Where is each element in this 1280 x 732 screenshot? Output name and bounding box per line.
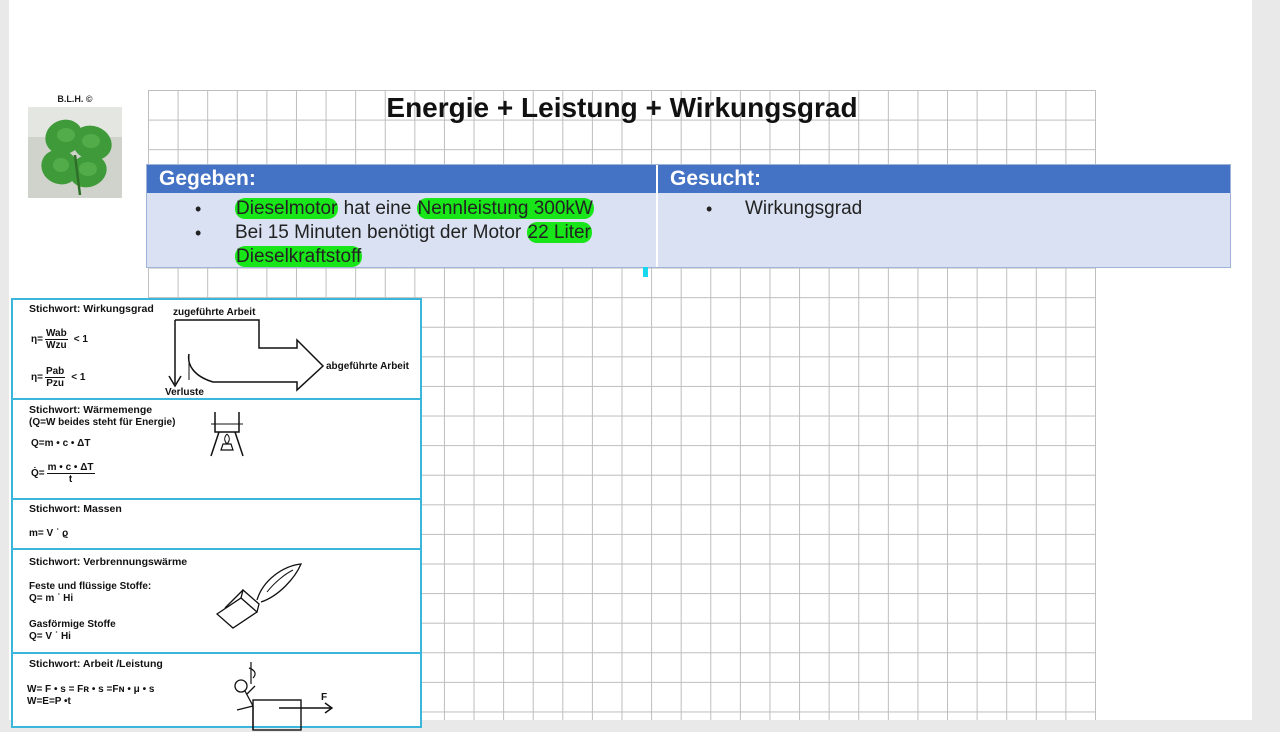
label-losses: Verluste	[165, 387, 204, 398]
text-cursor-mark	[643, 267, 648, 277]
combustion-solid-formula: Q= m ˙ Hi	[29, 593, 74, 604]
page-title: Energie + Leistung + Wirkungsgrad	[386, 92, 858, 123]
given-item: Dieselmotor hat eine Nennleistung 300kW	[147, 197, 656, 221]
wanted-column: Gesucht: Wirkungsgrad	[658, 165, 1230, 267]
heat-subtitle: (Q=W beides steht für Energie)	[29, 417, 176, 428]
highlighted-text: Dieselmotor	[235, 198, 339, 219]
combustion-gas-formula: Q= V ˙ Hi	[29, 631, 71, 642]
work-formula-power: W=E=P •t	[27, 696, 71, 707]
given-column: Gegeben: Dieselmotor hat eine Nennleistu…	[147, 165, 658, 267]
burning-wood-icon	[215, 563, 303, 629]
work-title: Stichwort: Arbeit /Leistung	[29, 658, 163, 670]
heat-title: Stichwort: Wärmemenge	[29, 404, 153, 416]
item-text: hat eine	[338, 198, 417, 219]
combustion-title: Stichwort: Verbrennungswärme	[29, 556, 188, 568]
given-item: Bei 15 Minuten benötigt der Motor 22 Lit…	[147, 221, 656, 269]
label-input-work: zugeführte Arbeit	[173, 307, 256, 318]
highlighted-text: Nennleistung 300kW	[416, 198, 594, 219]
highlighted-text: 22 Liter	[526, 222, 592, 243]
mass-title: Stichwort: Massen	[29, 503, 122, 515]
section-mass: Stichwort: Massen m= V ˙ ϱ	[13, 498, 420, 550]
given-list: Dieselmotor hat eine Nennleistung 300kWB…	[147, 193, 656, 269]
efficiency-title: Stichwort: Wirkungsgrad	[29, 303, 154, 315]
item-text: Bei 15 Minuten benötigt der Motor	[235, 222, 527, 243]
section-work-power: Stichwort: Arbeit /Leistung W= F • s = F…	[13, 652, 420, 732]
given-heading: Gegeben:	[147, 165, 656, 193]
wanted-heading: Gesucht:	[658, 165, 1230, 193]
mass-formula: m= V ˙ ϱ	[29, 528, 69, 539]
given-wanted-table: Gegeben: Dieselmotor hat eine Nennleistu…	[146, 164, 1231, 268]
energy-flow-arrow-icon	[168, 319, 325, 392]
section-combustion: Stichwort: Verbrennungswärme Feste und f…	[13, 548, 420, 654]
clover-logo-icon	[28, 107, 122, 198]
heat-formula: Q=m • c • ΔT	[31, 438, 91, 449]
force-label: F	[321, 692, 328, 703]
wanted-list: Wirkungsgrad	[658, 193, 1230, 221]
highlighted-text: Dieselkraftstoff	[235, 246, 363, 267]
section-heat: Stichwort: Wärmemenge (Q=W beides steht …	[13, 398, 420, 500]
beaker-burner-icon	[210, 412, 244, 457]
work-formula-force: W= F • s = Fʀ • s =Fɴ • μ • s	[27, 684, 155, 695]
wanted-item: Wirkungsgrad	[658, 197, 1230, 221]
combustion-solid-label: Feste und flüssige Stoffe:	[29, 581, 152, 592]
combustion-gas-label: Gasförmige Stoffe	[29, 619, 116, 630]
label-output-work: abgeführte Arbeit	[326, 361, 409, 372]
logo-caption: B.L.H. ©	[57, 94, 93, 104]
